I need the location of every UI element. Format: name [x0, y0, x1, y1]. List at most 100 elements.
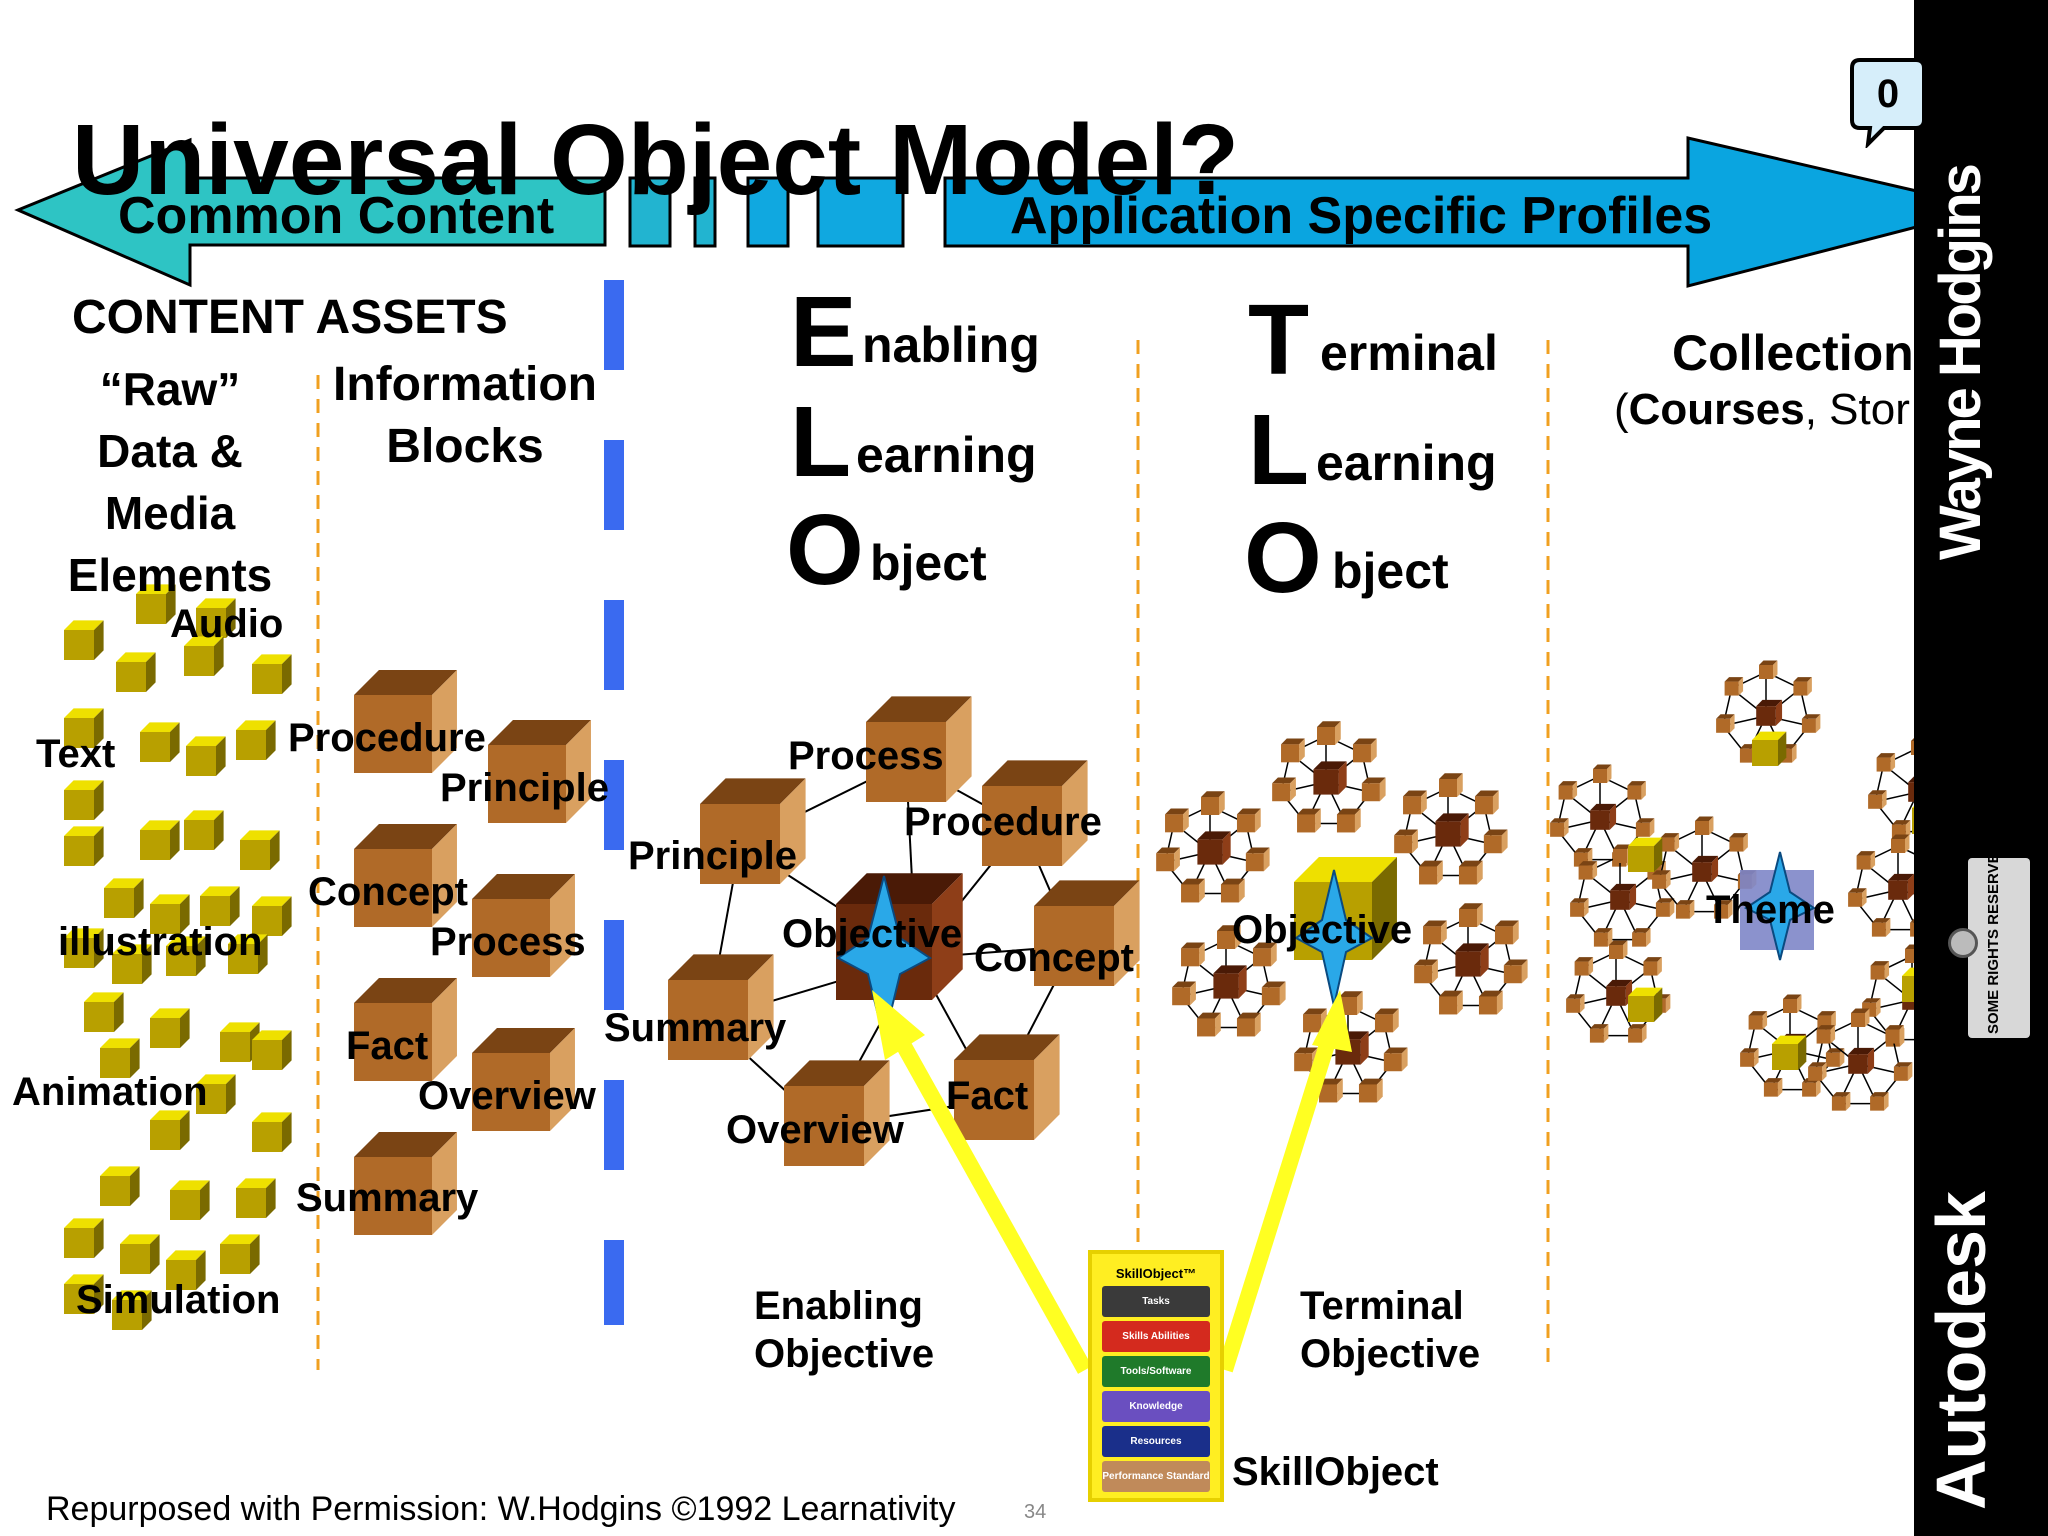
media-cube [140, 722, 180, 762]
cube-top [1628, 1024, 1647, 1029]
cube-top [866, 696, 972, 722]
media-cube [64, 620, 104, 660]
cube-side [270, 830, 280, 870]
elo-node-concept: Concept [974, 936, 1134, 980]
cube-top [166, 936, 206, 946]
skillobject-caption: SkillObject [1232, 1450, 1439, 1494]
cube-side [94, 708, 104, 748]
media-cube [64, 1218, 104, 1258]
cube-side [1773, 660, 1778, 679]
cube-side [1315, 808, 1321, 833]
cube-front [1245, 853, 1264, 872]
media-cube [64, 1274, 104, 1314]
cube-front [1643, 961, 1658, 976]
net-cube [1816, 1025, 1836, 1044]
net-cube [1352, 738, 1377, 763]
cube-top [354, 824, 457, 849]
cube-front [1439, 779, 1457, 797]
collection-sub-open: ( [1614, 385, 1629, 434]
net-cube [1297, 808, 1321, 833]
cube-side [1666, 870, 1671, 889]
net-cube [1628, 1024, 1647, 1043]
cube-top [1627, 781, 1646, 786]
cube-top [64, 1274, 104, 1284]
cube-side [1379, 777, 1386, 802]
cube-front [64, 1228, 94, 1258]
net-cube [1165, 808, 1189, 833]
cube-front [1252, 948, 1271, 967]
cube-side [1862, 888, 1867, 907]
cube-front [1739, 748, 1754, 763]
net-center-cube [1455, 943, 1489, 977]
media-cube [240, 830, 280, 870]
elo-node-procedure: Procedure [904, 800, 1102, 844]
cube-front [252, 1122, 282, 1152]
cube-side [1607, 928, 1613, 947]
elo-graph [668, 696, 1140, 1166]
cube-top [1628, 837, 1663, 846]
cube-front [104, 888, 134, 918]
elo-node-cube [982, 760, 1088, 866]
elo-rest: nabling [862, 317, 1040, 373]
cube-side [566, 720, 591, 823]
cube-top [1756, 699, 1783, 707]
arrow-line [888, 1026, 1092, 1374]
cube-top [1891, 820, 1911, 825]
media-cubes [64, 584, 292, 1330]
collection-cube [1628, 987, 1663, 1022]
net-cube [1419, 860, 1443, 885]
cube-top [1294, 857, 1397, 882]
cube-side [1199, 942, 1205, 967]
net-cube [1652, 870, 1671, 889]
tlo-rest: earning [1316, 435, 1497, 491]
net-cube [1695, 816, 1714, 835]
collection-cube [1628, 837, 1663, 872]
net-cube [1558, 781, 1578, 800]
tlo-network [1172, 925, 1286, 1037]
cube-top [1643, 957, 1662, 962]
cube-front [140, 830, 170, 860]
cube-side [1816, 1078, 1821, 1097]
cube-side [1263, 847, 1270, 872]
net-cube [1197, 1012, 1221, 1037]
cube-front [228, 944, 258, 974]
skillobject-layer: Knowledge [1102, 1391, 1210, 1422]
net-cube [1870, 961, 1890, 980]
tlo-caption-line: Objective [1300, 1332, 1481, 1376]
net-cube [1319, 1078, 1343, 1103]
cube-front [1609, 945, 1623, 959]
comment-count: 0 [1876, 72, 1900, 116]
cube-top [700, 778, 806, 804]
cube-front [1593, 932, 1608, 947]
cube-front [112, 1300, 142, 1330]
cube-front [1297, 814, 1316, 833]
cube-front [1635, 822, 1650, 837]
cube-front [1374, 1014, 1393, 1033]
media-cube [64, 780, 104, 820]
cube-front [170, 1190, 200, 1220]
cube-side [180, 1110, 190, 1150]
cube-front [1459, 909, 1477, 927]
cube-front [252, 664, 282, 694]
cube-top [1652, 870, 1671, 875]
cube-side [1357, 991, 1363, 1015]
cube-side [1711, 855, 1719, 882]
cube-top [1494, 920, 1519, 927]
media-cube [116, 652, 156, 692]
cube-side [1882, 790, 1887, 809]
info-cube [472, 1028, 575, 1131]
cube-front [472, 1053, 550, 1131]
cube-side [1421, 790, 1427, 815]
net-center-cube [1692, 855, 1719, 882]
cube-top [1313, 761, 1347, 770]
cube-side [258, 934, 268, 974]
cube-side [1299, 738, 1305, 763]
media-cube [196, 598, 236, 638]
cube-top [1695, 816, 1714, 821]
comment-badge[interactable]: 0 [1850, 58, 1926, 148]
information-blocks-heading: Information Blocks [320, 354, 610, 478]
cube-side [1792, 744, 1797, 763]
net-cube [1570, 898, 1589, 917]
cube-side [1876, 998, 1881, 1017]
